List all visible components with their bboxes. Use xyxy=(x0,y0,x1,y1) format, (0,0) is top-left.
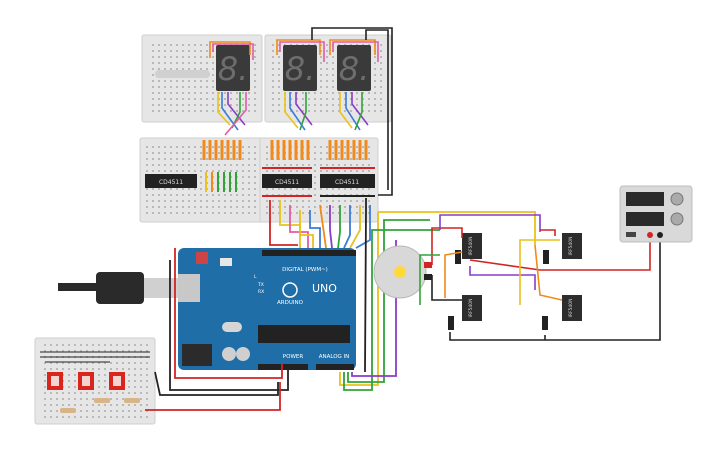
decoder-chip-2-label: CD4511 xyxy=(275,179,299,186)
decoder-chip-3: CD4511 xyxy=(320,174,375,188)
arduino-logo-icon xyxy=(282,282,298,298)
digit-3-glyph: 8. xyxy=(339,50,370,88)
resistor-array-3 xyxy=(328,140,368,160)
led-l-label: L xyxy=(254,274,257,280)
seven-segment-display-2: 8. xyxy=(283,45,317,91)
bench-power-supply-icon xyxy=(619,185,693,243)
mosfet-q4: IRF540N xyxy=(562,295,582,321)
resistor-array-1 xyxy=(202,140,242,160)
led-rx-label: RX xyxy=(258,289,264,295)
mosfet-q2-label: IRF540N xyxy=(568,237,574,256)
mosfet-q3: IRF540N xyxy=(462,295,482,321)
seven-segment-display-3: 8. xyxy=(337,45,371,91)
digital-header xyxy=(262,250,356,256)
analog-header xyxy=(316,364,354,370)
digit-2-glyph: 8. xyxy=(285,50,316,88)
power-header xyxy=(258,364,308,370)
arduino-uno-board: DIGITAL (PWM~) ARDUINO UNO TX RX L POWER… xyxy=(178,248,356,370)
mosfet-q3-label: IRF540N xyxy=(468,299,474,318)
usb-plug-icon xyxy=(58,272,178,304)
push-button-3[interactable] xyxy=(109,372,125,390)
decoder-chip-1-label: CD4511 xyxy=(159,179,183,186)
arduino-power-wires xyxy=(145,198,536,411)
mosfet-q2: IRF540N xyxy=(562,233,582,259)
pull-down-resistors xyxy=(60,398,140,413)
push-button-2[interactable] xyxy=(78,372,94,390)
display-wires xyxy=(209,27,393,196)
flyback-diodes xyxy=(448,250,549,330)
dc-motor-icon xyxy=(373,245,432,299)
arduino-brand-label: ARDUINO xyxy=(277,300,304,306)
mosfet-q1: IRF540N xyxy=(462,233,482,259)
decoder-chip-3-label: CD4511 xyxy=(335,179,359,186)
arduino-board-name: UNO xyxy=(312,282,337,295)
decoder-chip-1: CD4511 xyxy=(145,174,197,188)
chip-wires xyxy=(205,167,375,197)
digital-header-label: DIGITAL (PWM~) xyxy=(282,267,328,273)
h-bridge-wires xyxy=(419,214,661,341)
dc-jack xyxy=(182,344,212,366)
arduino-digital-wires xyxy=(269,200,371,249)
led-tx-label: TX xyxy=(257,282,264,288)
decoder-chip-2: CD4511 xyxy=(262,174,312,188)
push-button-1[interactable] xyxy=(47,372,63,390)
digit-1-glyph: 8. xyxy=(218,50,249,88)
usb-port xyxy=(178,274,200,302)
analog-header-label: ANALOG IN xyxy=(319,354,350,360)
mosfet-q1-label: IRF540N xyxy=(468,237,474,256)
reset-button[interactable] xyxy=(196,252,208,264)
seven-segment-display-1: 8. xyxy=(216,45,250,91)
mosfet-q4-label: IRF540N xyxy=(568,299,574,318)
resistor-array-2 xyxy=(270,140,310,160)
atmega-chip xyxy=(258,325,350,343)
power-header-label: POWER xyxy=(283,354,304,360)
